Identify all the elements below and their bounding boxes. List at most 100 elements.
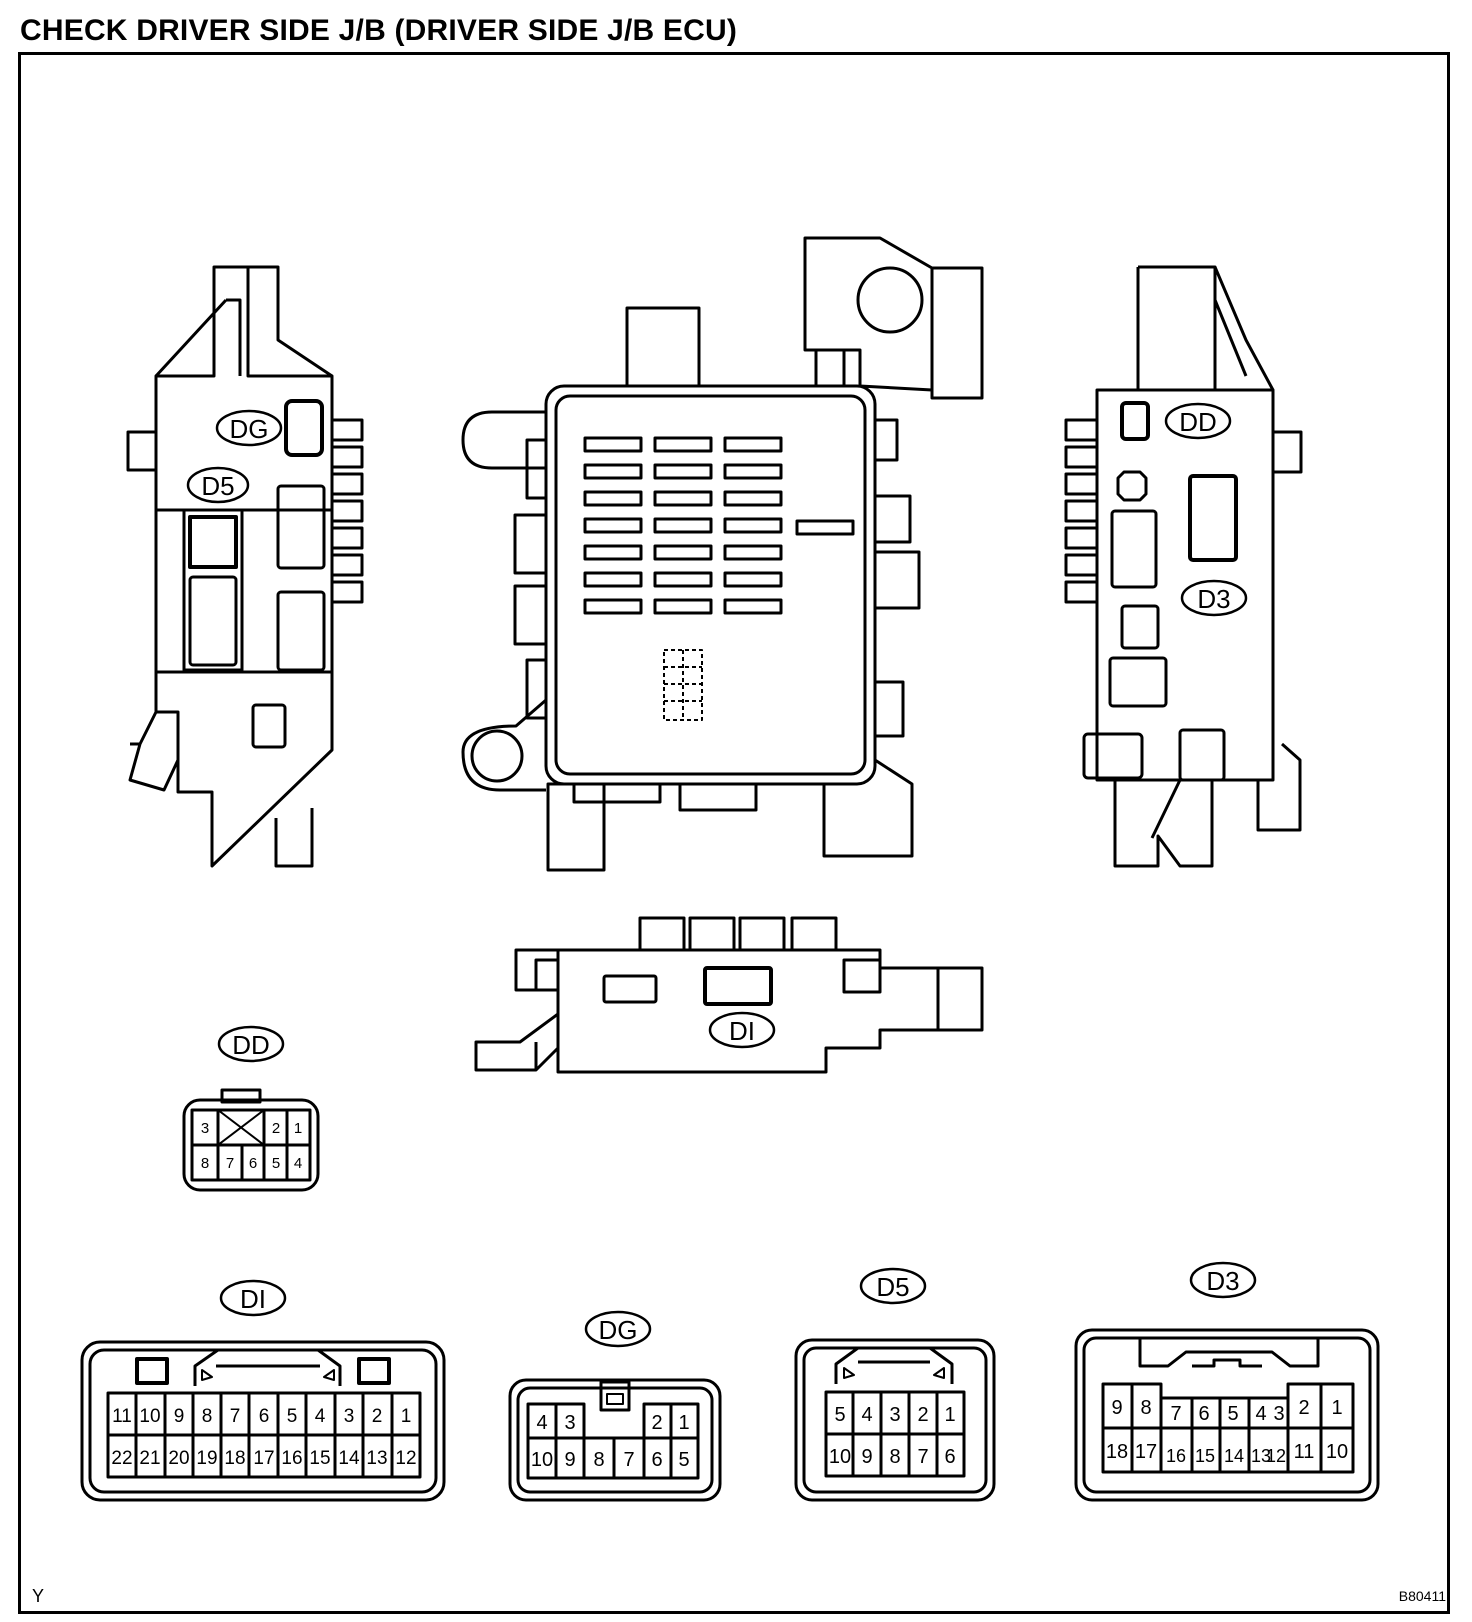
callout-D3-on-view: D3 bbox=[1180, 579, 1248, 617]
pin-label: 2 bbox=[372, 1406, 383, 1427]
pin-label: 7 bbox=[623, 1449, 634, 1471]
connector-D5-pins: 5 4 3 2 1 10 9 8 7 6 bbox=[829, 1404, 956, 1468]
pin-label: 4 bbox=[536, 1412, 547, 1434]
pin-label: 3 bbox=[201, 1120, 209, 1137]
pin-label: 22 bbox=[111, 1448, 132, 1469]
corner-marker: Y bbox=[32, 1586, 45, 1606]
pin-label: 5 bbox=[834, 1404, 845, 1426]
pin-label: 4 bbox=[1255, 1403, 1266, 1425]
callout-D5-on-view: D5 bbox=[186, 466, 250, 504]
pin-label: 8 bbox=[202, 1406, 213, 1427]
connector-DG: DG bbox=[508, 1310, 722, 1502]
connector-label: DD bbox=[232, 1030, 270, 1060]
pin-label: 14 bbox=[338, 1448, 360, 1469]
pin-label: 1 bbox=[294, 1120, 302, 1137]
jb-right-side-view bbox=[1064, 265, 1303, 868]
pin-label: 2 bbox=[1298, 1397, 1309, 1419]
callout-text: DG bbox=[230, 414, 269, 444]
connector-label: DG bbox=[599, 1315, 638, 1345]
pin-label: 9 bbox=[564, 1449, 575, 1471]
relay-slots-dashed bbox=[663, 649, 703, 721]
pin-label: 8 bbox=[1140, 1397, 1151, 1419]
pin-label: 2 bbox=[272, 1120, 280, 1137]
pin-label: 12 bbox=[395, 1448, 416, 1469]
pin-label: 16 bbox=[1166, 1446, 1186, 1466]
pin-label: 2 bbox=[651, 1412, 662, 1434]
pin-label: 17 bbox=[1135, 1441, 1157, 1463]
pin-label: 1 bbox=[678, 1412, 689, 1434]
figure-id: B80411 bbox=[1398, 1588, 1446, 1604]
connector-DD-pins: 3 2 1 8 7 6 5 4 bbox=[201, 1120, 302, 1172]
pin-label: 3 bbox=[889, 1404, 900, 1426]
pin-label: 4 bbox=[294, 1155, 302, 1172]
pin-label: 13 bbox=[1251, 1446, 1271, 1466]
pin-label: 11 bbox=[112, 1406, 132, 1427]
pin-label: 7 bbox=[1170, 1403, 1181, 1425]
connector-label: D3 bbox=[1206, 1266, 1239, 1296]
connector-D3-pins: 9 8 7 6 5 4 3 2 1 18 17 16 15 14 13 12 1… bbox=[1106, 1397, 1348, 1466]
pin-label: 19 bbox=[196, 1448, 217, 1469]
callout-text: DI bbox=[729, 1016, 755, 1046]
pin-label: 3 bbox=[564, 1412, 575, 1434]
pin-label: 5 bbox=[272, 1155, 280, 1172]
connector-DG-pins: 4 3 2 1 10 9 8 7 6 5 bbox=[531, 1412, 690, 1471]
jb-front-view bbox=[461, 236, 984, 872]
pin-label: 12 bbox=[1266, 1446, 1286, 1466]
connector-DD: DD bbox=[182, 1025, 320, 1192]
pin-label: 5 bbox=[678, 1449, 689, 1471]
callout-DD-on-view: DD bbox=[1164, 402, 1232, 440]
callout-DI-on-view: DI bbox=[708, 1011, 776, 1049]
pin-label: 15 bbox=[309, 1448, 330, 1469]
pin-label: 18 bbox=[224, 1448, 245, 1469]
callout-text: D5 bbox=[201, 471, 234, 501]
pin-label: 15 bbox=[1195, 1446, 1215, 1466]
jb-left-side-view bbox=[126, 265, 364, 868]
pin-label: 20 bbox=[168, 1448, 189, 1469]
connector-label: D5 bbox=[876, 1272, 909, 1302]
pin-label: 7 bbox=[226, 1155, 234, 1172]
pin-label: 18 bbox=[1106, 1441, 1128, 1463]
pin-label: 6 bbox=[259, 1406, 270, 1427]
pin-label: 3 bbox=[1273, 1403, 1284, 1425]
pin-label: 9 bbox=[861, 1446, 872, 1468]
pin-label: 21 bbox=[139, 1448, 160, 1469]
pin-label: 8 bbox=[201, 1155, 209, 1172]
pin-label: 14 bbox=[1224, 1446, 1244, 1466]
pin-label: 10 bbox=[829, 1446, 851, 1468]
pin-label: 7 bbox=[917, 1446, 928, 1468]
callout-DG-on-view: DG bbox=[215, 409, 283, 447]
connector-label: DI bbox=[240, 1284, 266, 1314]
pin-label: 9 bbox=[174, 1406, 185, 1427]
pin-label: 4 bbox=[861, 1404, 872, 1426]
pin-label: 10 bbox=[531, 1449, 553, 1471]
pin-label: 10 bbox=[1326, 1441, 1348, 1463]
diagram-frame bbox=[18, 52, 1450, 1614]
pin-label: 4 bbox=[315, 1406, 326, 1427]
pin-label: 8 bbox=[593, 1449, 604, 1471]
connector-DI: DI bbox=[80, 1279, 446, 1502]
pin-label: 9 bbox=[1111, 1397, 1122, 1419]
pin-label: 13 bbox=[366, 1448, 387, 1469]
pin-label: 5 bbox=[1227, 1403, 1238, 1425]
fuse-slot-grid bbox=[583, 436, 855, 615]
pin-label: 1 bbox=[1331, 1397, 1342, 1419]
connector-DI-pins: 11 10 9 8 7 6 5 4 3 2 1 22 21 20 19 18 1… bbox=[111, 1406, 416, 1469]
pin-label: 2 bbox=[917, 1404, 928, 1426]
pin-label: 6 bbox=[651, 1449, 662, 1471]
pin-label: 6 bbox=[249, 1155, 257, 1172]
pin-label: 17 bbox=[253, 1448, 274, 1469]
pin-label: 1 bbox=[401, 1406, 412, 1427]
pin-label: 3 bbox=[344, 1406, 355, 1427]
pin-label: 6 bbox=[944, 1446, 955, 1468]
pin-label: 10 bbox=[139, 1406, 160, 1427]
pin-label: 7 bbox=[230, 1406, 241, 1427]
callout-text: DD bbox=[1179, 407, 1217, 437]
pin-label: 8 bbox=[889, 1446, 900, 1468]
page-title: CHECK DRIVER SIDE J/B (DRIVER SIDE J/B E… bbox=[20, 14, 738, 47]
pin-label: 16 bbox=[281, 1448, 302, 1469]
connector-D3: D3 bbox=[1074, 1261, 1380, 1502]
jb-bottom-view bbox=[474, 916, 984, 1074]
pin-label: 11 bbox=[1294, 1441, 1315, 1463]
connector-D5: D5 bbox=[794, 1267, 996, 1502]
